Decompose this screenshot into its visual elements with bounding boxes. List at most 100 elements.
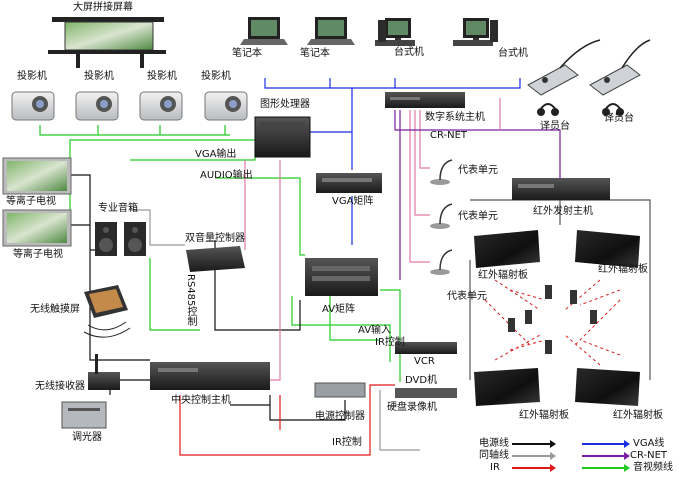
speaker-icon — [124, 222, 146, 256]
radiator-line — [470, 199, 651, 380]
dimmer-icon — [61, 401, 107, 429]
interpreter-label: 译员台 — [604, 113, 634, 124]
power-line — [214, 240, 301, 331]
vga-matrix-label: VGA矩阵 — [332, 196, 374, 207]
central-host-icon — [150, 362, 270, 390]
power-controller-icon — [314, 382, 366, 398]
projector-icon — [75, 91, 119, 121]
ir-line — [179, 384, 395, 456]
ir-radiator-label: 红外辐射板 — [598, 264, 648, 275]
audio-out-label: AUDIO输出 — [200, 170, 253, 181]
delegate-unit-label: 代表单元 — [447, 291, 487, 302]
plasma-tv-label: 等离子电视 — [13, 249, 63, 260]
legend-vga-label: VGA线 — [633, 438, 665, 449]
notebook-label: 笔记本 — [300, 48, 330, 59]
power-controller-label: 电源控制器 — [315, 411, 365, 422]
big-screen — [48, 17, 166, 68]
av-matrix-label: AV矩阵 — [322, 304, 356, 315]
av-line — [97, 125, 226, 135]
ir-radiator-label: 红外辐射板 — [613, 410, 663, 421]
vcr-icon — [395, 342, 457, 354]
legend-power-label: 电源线 — [479, 438, 509, 449]
notebook-icon — [240, 17, 288, 45]
digital-host-icon — [385, 92, 465, 108]
vga-matrix-icon — [316, 173, 382, 193]
crnet-label: CR-NET — [430, 130, 468, 141]
speaker-label: 专业音箱 — [98, 203, 138, 214]
ir-control-label: IR控制 — [332, 437, 362, 448]
ir-rays — [484, 279, 621, 366]
notebook-icon — [307, 17, 355, 45]
wireless-receiver-label: 无线接收器 — [35, 381, 85, 392]
av-line — [329, 296, 380, 341]
desktop-label: 台式机 — [498, 48, 528, 59]
coax-line — [379, 390, 420, 451]
av-line — [45, 139, 260, 191]
delegate-unit-label: 代表单元 — [458, 211, 498, 222]
projector-icon — [139, 91, 183, 121]
notebook-label: 笔记本 — [232, 48, 262, 59]
legend-ir-label: IR — [490, 462, 500, 473]
crnet-line — [270, 160, 281, 381]
headphone-icon — [537, 103, 624, 116]
ir-radiator-label: 红外辐射板 — [519, 410, 569, 421]
hdd-recorder-label: 硬盘录像机 — [387, 402, 437, 413]
delegate-unit-icon — [430, 249, 453, 275]
crnet-line — [419, 110, 430, 169]
coax-line — [130, 209, 185, 246]
ir-control-label: IR控制 — [375, 337, 405, 348]
vga-line — [264, 78, 521, 89]
ir-radiator-icon — [575, 230, 640, 268]
vcr-label: VCR — [414, 356, 435, 367]
desktop-icon — [375, 18, 415, 46]
plasma-tv-icon — [2, 209, 72, 247]
desktop-icon — [453, 18, 498, 46]
plasma-tv-label: 等离子电视 — [6, 196, 56, 207]
ir-radiator-icon — [474, 230, 540, 268]
av-line — [39, 125, 230, 136]
speaker-icon — [95, 222, 117, 256]
legend-av-label: 音视频线 — [633, 462, 673, 473]
graphics-processor-label: 图形处理器 — [260, 99, 310, 110]
digital-host-label: 数字系统主机 — [425, 112, 485, 123]
ir-receiver-icon — [508, 285, 597, 354]
legend-arrows — [512, 440, 630, 472]
dvd-icon — [395, 388, 457, 398]
touch-screen-icon — [84, 285, 128, 318]
power-line — [70, 174, 150, 361]
projector-label: 投影机 — [147, 71, 177, 82]
central-host-label: 中央控制主机 — [171, 395, 231, 406]
ir-radiator-icon — [474, 368, 540, 406]
big-screen-label: 大屏拼接屏幕 — [73, 2, 133, 13]
interpreter-label: 译员台 — [540, 121, 570, 132]
volume-controller-label: 双音量控制器 — [185, 233, 245, 244]
delegate-unit-icon — [430, 159, 453, 185]
crnet-line — [414, 110, 430, 216]
ir-radiator-icon — [575, 368, 640, 406]
projector-icon — [11, 91, 55, 121]
rs485-label: RS485控制 — [185, 274, 196, 327]
ir-transmitter-icon — [512, 178, 610, 200]
projector-label: 投影机 — [17, 71, 47, 82]
desktop-label: 台式机 — [394, 47, 424, 58]
projector-label: 投影机 — [84, 71, 114, 82]
legend-coax-label: 同轴线 — [479, 450, 509, 461]
av-line — [291, 296, 391, 362]
power-line — [269, 395, 346, 421]
wifi-waves — [83, 321, 131, 338]
dvd-label: DVD机 — [405, 375, 438, 386]
crnet-line — [409, 110, 430, 263]
wireless-receiver-icon — [88, 354, 120, 390]
touch-screen-label: 无线触摸屏 — [30, 304, 80, 315]
av-matrix-icon — [305, 258, 378, 296]
volume-controller-icon — [186, 246, 245, 272]
graphics-processor-icon — [254, 116, 311, 158]
av-line — [149, 258, 200, 331]
legend-crnet-label: CR-NET — [630, 450, 668, 461]
projector-icon — [204, 91, 248, 121]
delegate-unit-icon — [430, 203, 453, 229]
ir-transmitter-label: 红外发射主机 — [533, 206, 593, 217]
interpreter-console-icon — [589, 39, 651, 96]
av-input-label: AV输入 — [358, 325, 392, 336]
